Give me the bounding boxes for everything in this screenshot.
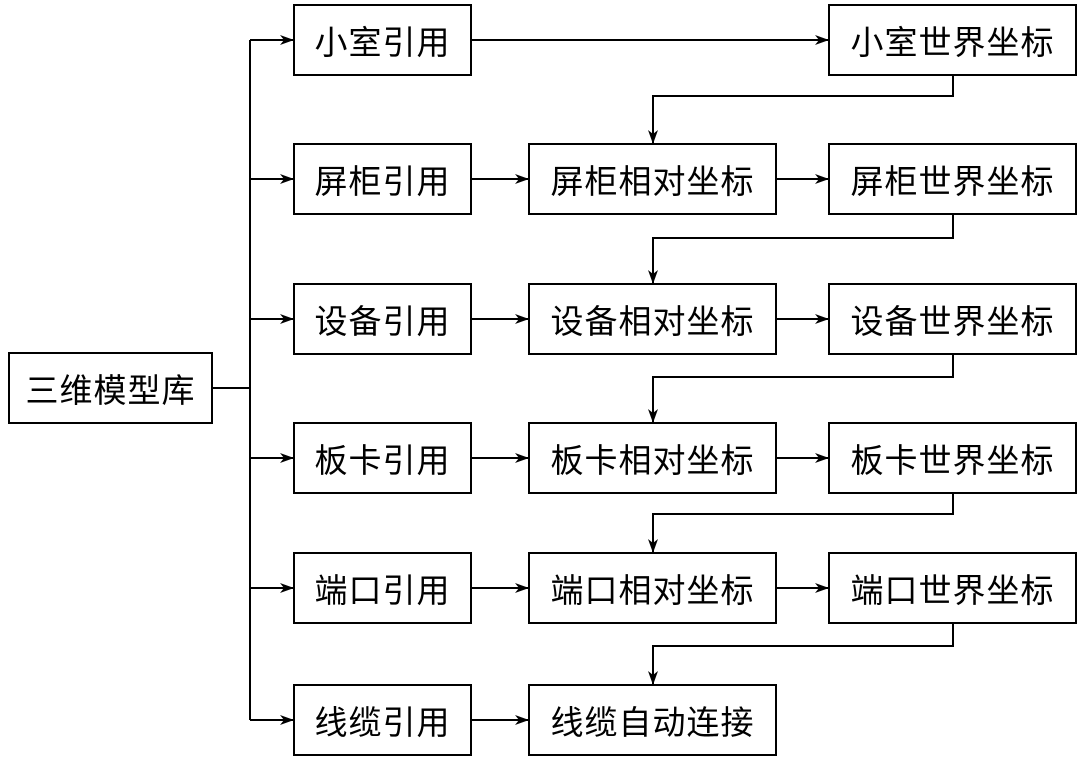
relative-node-board: 板卡相对坐标 — [528, 422, 777, 494]
ref-node-cable: 线缆引用 — [293, 684, 472, 756]
elbow-arrow-row-5-to-6 — [648, 624, 954, 685]
ref-node-board: 板卡引用 — [293, 422, 472, 494]
relative-node-device: 设备相对坐标 — [528, 283, 777, 355]
cable-auto-connect-node: 线缆自动连接 — [528, 684, 777, 756]
ref-node-cabinet: 屏柜引用 — [293, 143, 472, 215]
world-node-board: 板卡世界坐标 — [828, 422, 1077, 494]
ref-node-room: 小室引用 — [293, 4, 472, 76]
relative-node-cabinet: 屏柜相对坐标 — [528, 143, 777, 215]
world-node-device: 设备世界坐标 — [828, 283, 1077, 355]
elbow-arrow-row-1-to-2 — [648, 76, 954, 144]
relative-node-port: 端口相对坐标 — [528, 552, 777, 624]
root-node: 三维模型库 — [8, 352, 213, 424]
ref-node-port: 端口引用 — [293, 552, 472, 624]
elbow-arrow-row-3-to-4 — [648, 355, 954, 423]
ref-node-device: 设备引用 — [293, 283, 472, 355]
world-node-room: 小室世界坐标 — [828, 4, 1077, 76]
world-node-port: 端口世界坐标 — [828, 552, 1077, 624]
elbow-arrow-row-2-to-3 — [648, 215, 954, 284]
world-node-cabinet: 屏柜世界坐标 — [828, 143, 1077, 215]
elbow-arrow-row-4-to-5 — [648, 494, 954, 553]
